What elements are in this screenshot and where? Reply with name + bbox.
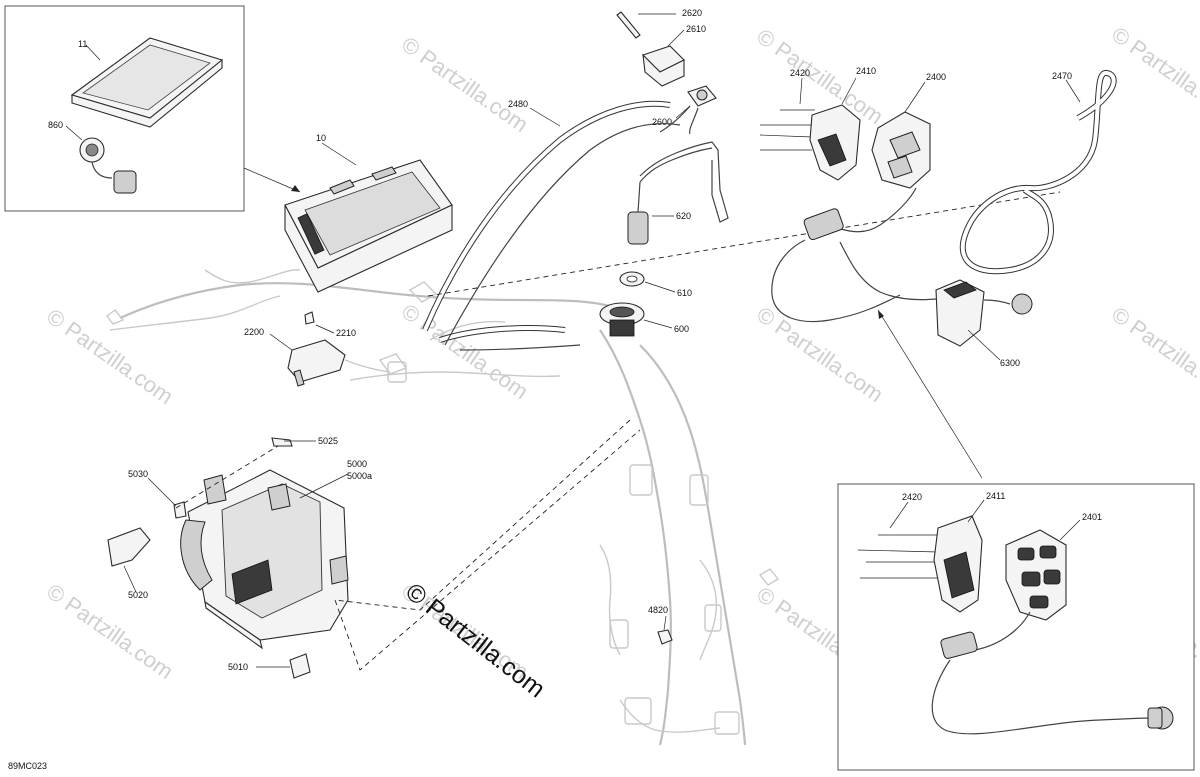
callout-2610: 2610 xyxy=(686,24,706,34)
leader-5030 xyxy=(147,477,177,507)
callout-2200: 2200 xyxy=(244,327,264,337)
switch-group-2400 xyxy=(759,104,931,189)
leader-2470 xyxy=(1065,79,1081,103)
diagram-code: 89MC023 xyxy=(8,761,47,771)
leader-2480 xyxy=(529,107,561,127)
leader-5020 xyxy=(123,565,137,593)
callout-2420b: 2420 xyxy=(902,492,922,502)
leader-2420b xyxy=(889,501,909,529)
callout-5030: 5030 xyxy=(128,469,148,479)
watermark: © Partzilla.com xyxy=(397,32,533,138)
watermark: © Partzilla.com xyxy=(752,302,888,408)
leader-2200 xyxy=(269,333,293,351)
leader-2410 xyxy=(841,77,857,105)
part-2610-2620 xyxy=(616,11,685,87)
leader-2210 xyxy=(315,324,335,334)
callout-2470: 2470 xyxy=(1052,71,1072,81)
leader-10 xyxy=(321,142,357,166)
instrument-cluster-10 xyxy=(284,159,453,293)
callout-620: 620 xyxy=(676,211,691,221)
inset-display-box xyxy=(4,5,245,212)
callout-5010: 5010 xyxy=(228,662,248,672)
part-2600 xyxy=(659,85,717,135)
callout-5000a: 5000a xyxy=(347,471,372,481)
callout-6300: 6300 xyxy=(1000,358,1020,368)
callout-5025: 5025 xyxy=(318,436,338,446)
leader-2610 xyxy=(667,29,685,47)
callout-2210: 2210 xyxy=(336,328,356,338)
hose-2480 xyxy=(422,100,681,351)
callout-10: 10 xyxy=(316,133,326,143)
callout-5020: 5020 xyxy=(128,590,148,600)
sensor-2200 xyxy=(287,311,407,387)
watermark: © Partzilla.com xyxy=(42,579,178,685)
inset-arrow xyxy=(243,167,301,193)
lanyard-620 xyxy=(627,141,729,245)
callout-610: 610 xyxy=(677,288,692,298)
watermark: © Partzilla.com xyxy=(1107,302,1200,408)
ghost-harness xyxy=(106,269,780,746)
callout-11: 11 xyxy=(78,39,87,49)
callout-2420a: 2420 xyxy=(790,68,810,78)
leader-5000 xyxy=(299,473,349,499)
watermark: © Partzilla.com xyxy=(1107,22,1200,128)
switch-harness xyxy=(771,187,1033,347)
callout-860: 860 xyxy=(48,120,63,130)
part-610-600 xyxy=(599,271,645,337)
leader-2400 xyxy=(904,81,926,113)
leader-2420a xyxy=(799,77,803,105)
callout-2411: 2411 xyxy=(986,491,1005,501)
callout-600: 600 xyxy=(674,324,689,334)
inset-arrowhead xyxy=(291,185,300,192)
callout-5000: 5000 xyxy=(347,459,367,469)
hose-2470 xyxy=(959,69,1117,275)
callout-2620: 2620 xyxy=(682,8,702,18)
callout-2400: 2400 xyxy=(926,72,946,82)
callout-2410: 2410 xyxy=(856,66,876,76)
leader-2600 xyxy=(675,105,691,119)
leader-4820 xyxy=(663,615,667,631)
leader-610 xyxy=(644,281,676,293)
nut-4820 xyxy=(657,629,673,645)
inset-br-arrow xyxy=(877,309,983,479)
inset-switch-box xyxy=(837,483,1195,771)
leader-6300 xyxy=(967,329,1001,361)
dashed-reference-line xyxy=(427,191,1061,297)
callout-2401: 2401 xyxy=(1082,512,1102,522)
inset-br-arrowhead xyxy=(878,310,884,319)
leader-2411 xyxy=(967,499,985,523)
watermark: © Partzilla.com xyxy=(397,299,533,405)
leader-2401 xyxy=(1059,519,1081,541)
ecu-5000 xyxy=(180,437,349,650)
center-watermark: © Partzilla.com xyxy=(400,578,550,704)
callout-2600: 2600 xyxy=(652,117,672,127)
leader-600 xyxy=(643,319,673,329)
callout-2480: 2480 xyxy=(508,99,528,109)
callout-4820: 4820 xyxy=(648,605,668,615)
dashed-ecu-line xyxy=(175,445,279,509)
ecu-brackets xyxy=(107,501,311,679)
